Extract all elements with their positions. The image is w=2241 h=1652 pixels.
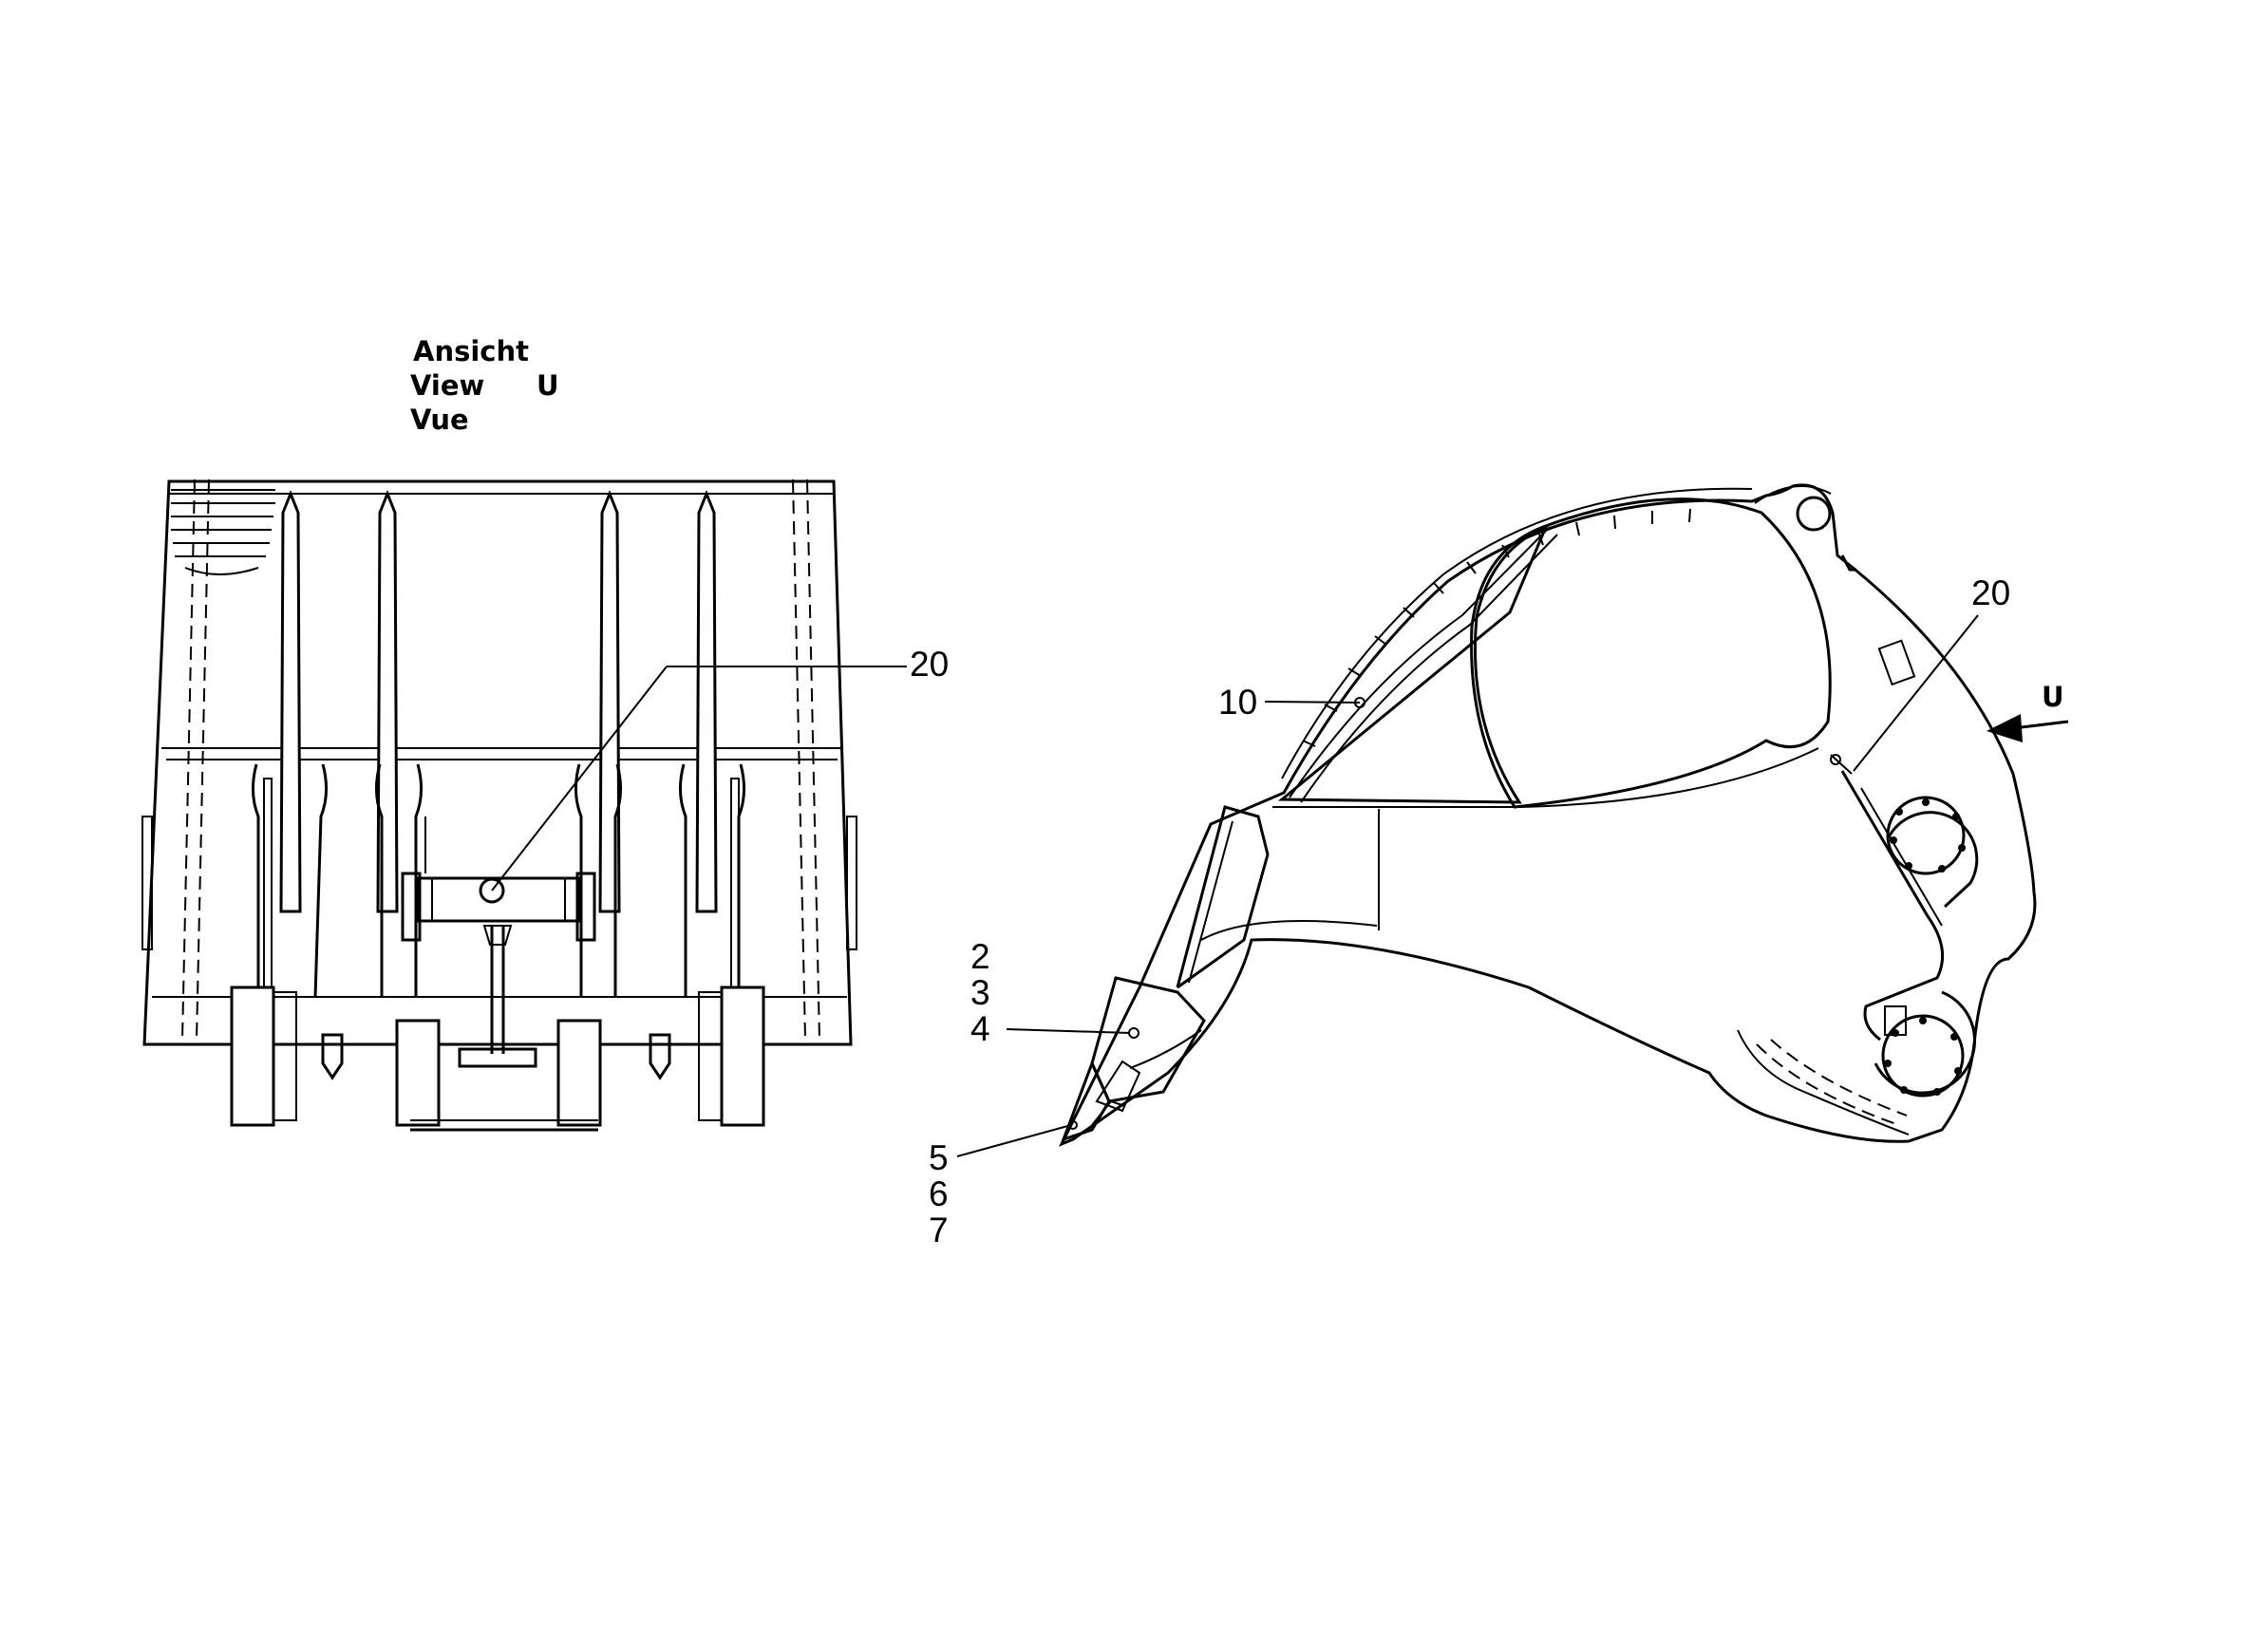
callout-6: 6 (929, 1174, 949, 1213)
view-direction-arrow (1987, 714, 2069, 742)
front-view-drawing: Ansicht View Vue U (141, 335, 949, 1132)
callout-7: 7 (929, 1211, 949, 1249)
callout-2: 2 (970, 937, 990, 976)
bucket-front-outline (141, 479, 857, 1046)
lower-boss (1881, 1014, 1965, 1098)
side-view-drawing: 10 20 U 2 3 4 5 6 7 (929, 483, 2069, 1249)
view-caption-line2: View (410, 369, 484, 402)
view-caption-letter: U (537, 369, 559, 402)
pin-20-marker (1830, 754, 1853, 775)
callout-20-front: 20 (910, 645, 949, 684)
arrow-letter-u: U (2042, 681, 2064, 713)
mounting-eye (1796, 496, 1832, 532)
bucket-side-outline (1058, 483, 2037, 1147)
top-wear-plates (1281, 487, 1753, 779)
callout-10: 10 (1218, 683, 1257, 722)
callout-5: 5 (929, 1138, 949, 1177)
callout-20-side: 20 (1971, 573, 2010, 612)
hatch-marks (171, 489, 275, 575)
leader-line-20-front (491, 666, 668, 892)
callout-4: 4 (970, 1009, 990, 1048)
upper-boss (1886, 796, 1966, 875)
callout-3: 3 (970, 973, 990, 1012)
ripper-tines (279, 489, 718, 913)
leader-line-4 (1006, 1028, 1131, 1034)
side-cutout (1277, 524, 1549, 804)
lower-assembly (230, 986, 765, 1132)
view-caption-line3: Vue (410, 404, 469, 436)
leader-line-5 (956, 1124, 1072, 1157)
ripper-tooth (1061, 805, 1270, 1142)
leader-line-20-side (1853, 614, 1979, 772)
hinge-plate (1840, 554, 1979, 1098)
leader-line-10 (1264, 701, 1361, 704)
view-caption-line1: Ansicht (413, 335, 529, 367)
central-cylinder (401, 817, 596, 1068)
